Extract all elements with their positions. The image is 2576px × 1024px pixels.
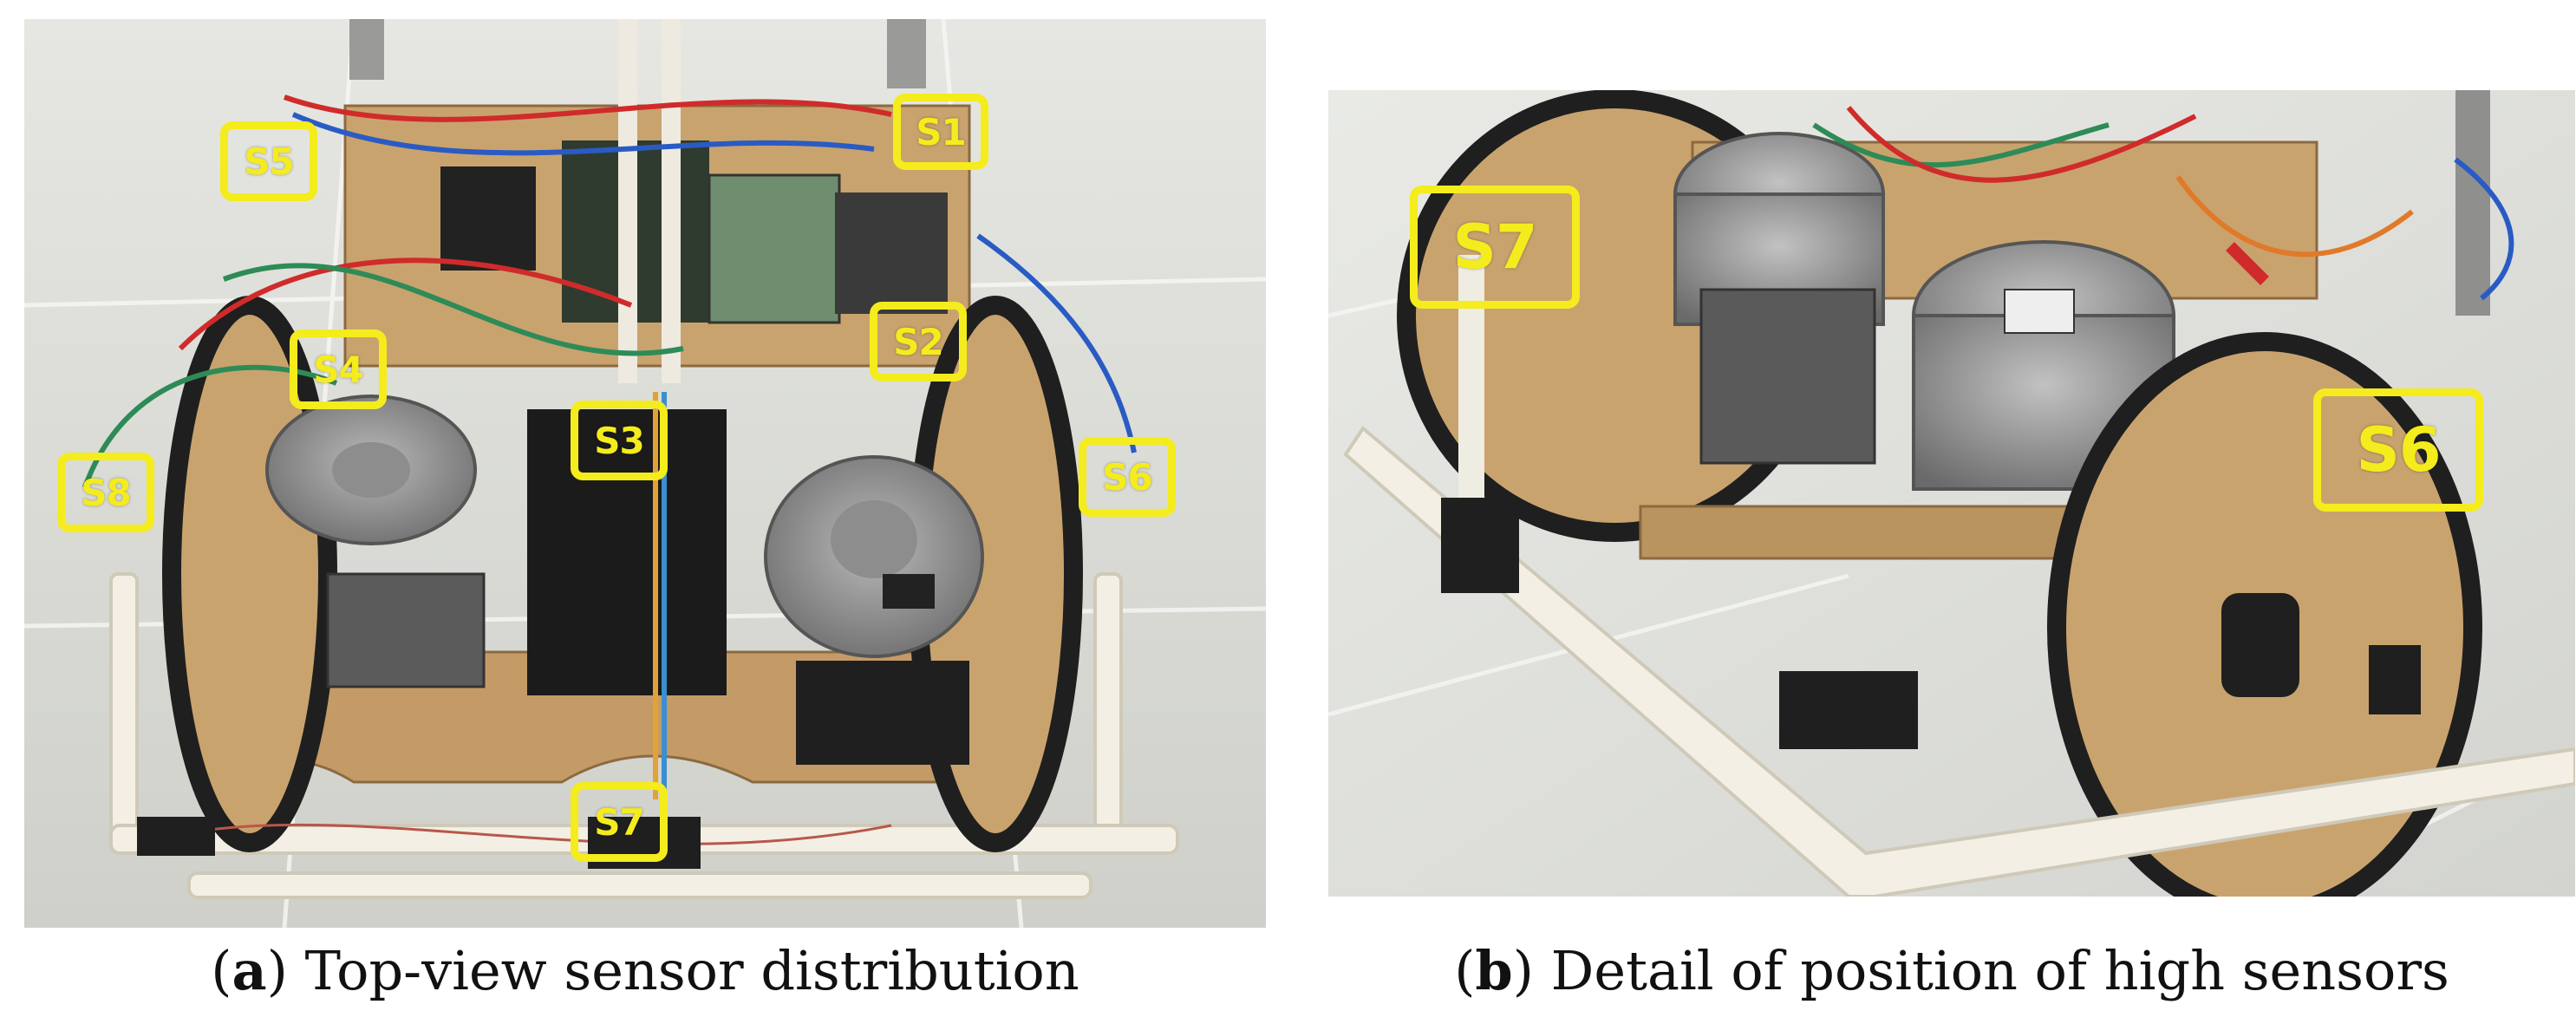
sensor-marker-s7-detail: S7 [1410,186,1580,309]
photo-panel-a: S1 S2 S3 S4 S5 S6 S7 S8 [24,19,1266,928]
sensor-marker-s3: S3 [571,401,668,480]
sensor-marker-s2: S2 [870,302,967,382]
sensor-label-s6: S6 [1102,455,1152,499]
photo-panel-b: S7 S6 [1328,90,2575,897]
sensor-marker-s7: S7 [571,782,668,862]
caption-b: (b) Detail of position of high sensors [1454,939,2449,1002]
caption-b-letter: b [1475,939,1513,1002]
robot-top-view-photo [24,19,1266,928]
robot-detail-photo [1328,90,2575,897]
sensor-label-s7: S7 [594,800,644,844]
caption-a-text: Top-view sensor distribution [304,939,1079,1002]
sensor-label-s6-detail: S6 [2356,414,2441,486]
sensor-label-s3: S3 [594,419,644,462]
sensor-label-s8: S8 [81,471,131,514]
sensor-label-s4: S4 [313,348,363,391]
sensor-label-s2: S2 [893,320,943,363]
sensor-label-s7-detail: S7 [1452,212,1537,283]
sensor-marker-s8: S8 [57,453,154,532]
sensor-label-s5: S5 [244,140,294,183]
sensor-marker-s4: S4 [290,329,387,409]
sensor-marker-s6-detail: S6 [2313,388,2483,512]
sensor-marker-s6: S6 [1079,437,1176,517]
caption-a-letter: a [232,939,267,1002]
sensor-marker-s1: S1 [893,94,988,170]
sensor-marker-s5: S5 [220,121,317,201]
caption-a: (a) Top-view sensor distribution [211,939,1079,1002]
sensor-label-s1: S1 [916,110,966,153]
caption-b-text: Detail of position of high sensors [1550,939,2449,1002]
